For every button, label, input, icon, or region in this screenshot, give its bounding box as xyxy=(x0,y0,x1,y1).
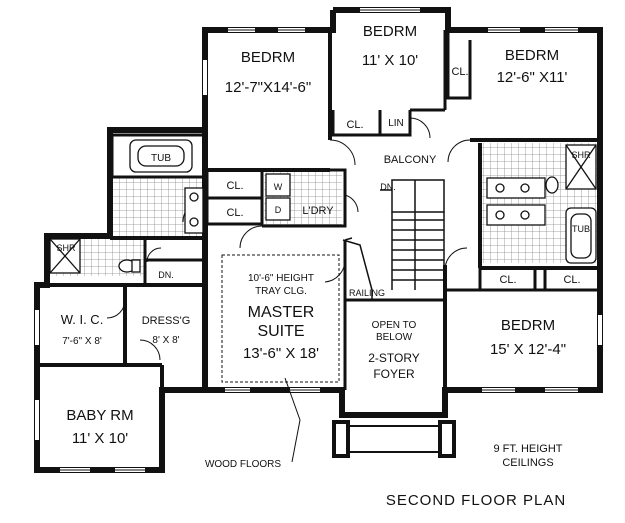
window-lines xyxy=(60,9,578,471)
fixtures xyxy=(49,139,597,274)
interior-walls xyxy=(40,30,602,390)
wood-floors-leader xyxy=(284,377,301,463)
master-tray: TRAY CLG. xyxy=(255,286,307,297)
wood-floors-label: WOOD FLOORS xyxy=(205,459,281,470)
foyer-bay xyxy=(332,420,456,458)
dress-size: 8' X 8' xyxy=(152,335,179,346)
foyer-name-2: FOYER xyxy=(373,367,415,381)
master-size: 13'-6" X 18' xyxy=(243,345,319,362)
cl-label-bed4-b: CL. xyxy=(563,274,580,286)
plan-title: SECOND FLOOR PLAN xyxy=(386,492,566,509)
bedrm-4-name: BEDRM xyxy=(501,317,555,334)
shr-label-master: SHR xyxy=(56,243,76,253)
railing-label: RAILING xyxy=(349,288,385,298)
cl-label-bed1-b: CL. xyxy=(226,207,243,219)
bedrm-4-size: 15' X 12'-4" xyxy=(490,341,566,358)
master-name-1: MASTER xyxy=(248,304,315,321)
dn-label-master: DN. xyxy=(158,270,174,280)
shr-label-hall: SHR xyxy=(571,150,591,160)
lin-label: LIN xyxy=(388,118,404,129)
foyer-below: BELOW xyxy=(376,332,413,343)
washer xyxy=(265,173,291,197)
baby-size: 11' X 10' xyxy=(72,430,128,447)
wic-name: W. I. C. xyxy=(61,312,104,327)
cl-label-bed3: CL. xyxy=(451,66,468,78)
dn-label-stair: DN. xyxy=(380,182,396,192)
baby-name: BABY RM xyxy=(66,407,133,424)
wic-size: 7'-6" X 8' xyxy=(62,336,102,347)
cl-label-bed1-a: CL. xyxy=(226,180,243,192)
tray-ceiling-outline xyxy=(221,254,340,383)
bedrm-2-name: BEDRM xyxy=(363,23,417,40)
ceiling-note-2: CEILINGS xyxy=(502,457,553,469)
cl-label-bed4-a: CL. xyxy=(499,274,516,286)
bedrm-1-size: 12'-7"X14'-6" xyxy=(225,79,311,96)
bedrm-3-name: BEDRM xyxy=(505,47,559,64)
cl-label-bed2: CL. xyxy=(346,119,363,131)
tub-label-hall: TUB xyxy=(572,224,590,234)
laundry-label: L'DRY xyxy=(302,205,334,217)
stair xyxy=(380,179,445,290)
bedrm-3-size: 12'-6" X11' xyxy=(497,69,568,86)
ceiling-note-1: 9 FT. HEIGHT xyxy=(493,443,562,455)
railing xyxy=(342,237,385,301)
balcony-label: BALCONY xyxy=(384,154,437,166)
tub-label-master: TUB xyxy=(151,153,171,164)
foyer-open: OPEN TO xyxy=(372,320,417,331)
bedrm-2-size: 11' X 10' xyxy=(362,52,418,69)
foyer-name-1: 2-STORY xyxy=(368,351,420,365)
master-name-2: SUITE xyxy=(257,323,304,340)
hall-vanity xyxy=(486,177,546,199)
master-height: 10'-6" HEIGHT xyxy=(248,273,314,284)
bedrm-1-name: BEDRM xyxy=(241,49,295,66)
washer-label: W xyxy=(274,182,283,192)
hall-toilet xyxy=(545,176,559,194)
dryer xyxy=(265,197,291,221)
room-labels: BEDRM 12'-7"X14'-6" BEDRM 11' X 10' BEDR… xyxy=(56,23,591,509)
dryer-label: D xyxy=(275,205,282,215)
dress-name: DRESS'G xyxy=(142,315,191,327)
